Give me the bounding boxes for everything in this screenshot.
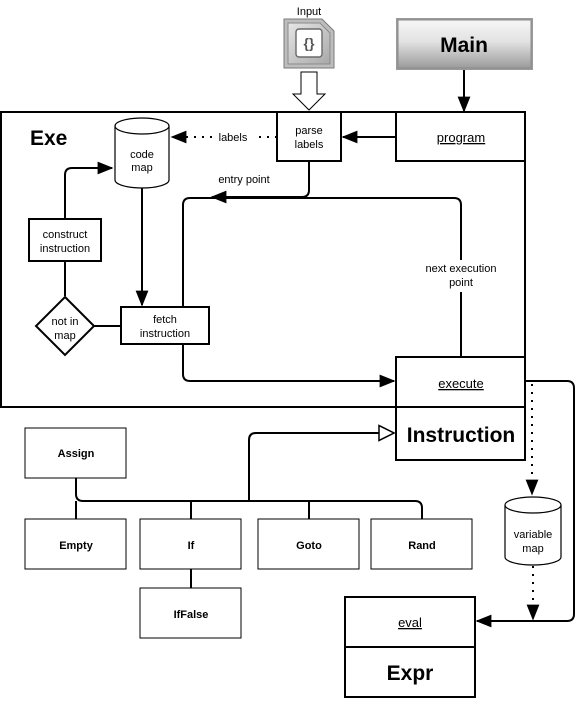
entry-point-label: entry point — [218, 174, 269, 186]
next-execution-line2: point — [449, 277, 473, 289]
if-label: If — [188, 540, 195, 552]
execute-label: execute — [438, 376, 484, 391]
not-in-map-line2: map — [54, 330, 75, 342]
iffalse-class-box — [139, 587, 242, 639]
main-label: Main — [440, 34, 488, 57]
fetch-line2: instruction — [140, 328, 190, 340]
expr-class-box — [344, 646, 476, 698]
variable-map-line2: map — [522, 543, 543, 555]
labels-edge-text: labels — [219, 132, 248, 144]
inheritance-edge-to-instruction — [248, 433, 394, 501]
program-method-box — [395, 111, 526, 162]
program-label: program — [437, 130, 485, 145]
input-to-parse-arrow — [291, 71, 327, 111]
input-label: Input — [297, 6, 321, 18]
execute-method-box — [395, 356, 526, 408]
assign-class-box — [24, 427, 127, 479]
empty-label: Empty — [59, 540, 94, 552]
code-map-line2: map — [131, 162, 152, 174]
eval-label: eval — [398, 615, 422, 630]
expr-label: Expr — [387, 662, 434, 685]
instruction-label: Instruction — [407, 424, 516, 447]
fetch-line1: fetch — [153, 314, 177, 326]
exe-label: Exe — [30, 127, 67, 150]
variable-map-cylinder — [504, 496, 562, 566]
goto-label: Goto — [296, 540, 322, 552]
next-execution-line1: next execution — [426, 263, 497, 275]
not-in-map-line1: not in — [52, 316, 79, 328]
parse-labels-line2: labels — [295, 139, 324, 151]
rand-label: Rand — [408, 540, 436, 552]
iffalse-label: IfFalse — [174, 609, 209, 621]
construct-to-codemap-edge — [64, 161, 114, 219]
next-execution-loop-edge — [182, 197, 462, 388]
exe-container — [0, 111, 526, 408]
eval-method-box — [344, 596, 476, 648]
assign-label: Assign — [58, 448, 95, 460]
main-block — [396, 18, 533, 70]
not-in-map-diamond — [34, 295, 96, 357]
construct-line1: construct — [43, 229, 88, 241]
if-class-box — [139, 518, 242, 570]
execute-to-eval-edge — [475, 380, 575, 628]
empty-class-box — [24, 518, 127, 570]
input-document-icon: {} — [283, 18, 335, 69]
instruction-class-box — [395, 406, 526, 461]
svg-text:{}: {} — [304, 35, 315, 51]
construct-instruction-box — [28, 218, 102, 262]
construct-line2: instruction — [40, 243, 90, 255]
code-map-line1: code — [130, 149, 154, 161]
variable-map-line1: variable — [514, 529, 553, 541]
next-execution-label-bg — [415, 260, 507, 292]
parse-labels-line1: parse — [295, 125, 323, 137]
rand-class-box — [370, 518, 473, 570]
goto-class-box — [257, 518, 360, 570]
fetch-instruction-box — [120, 306, 210, 345]
